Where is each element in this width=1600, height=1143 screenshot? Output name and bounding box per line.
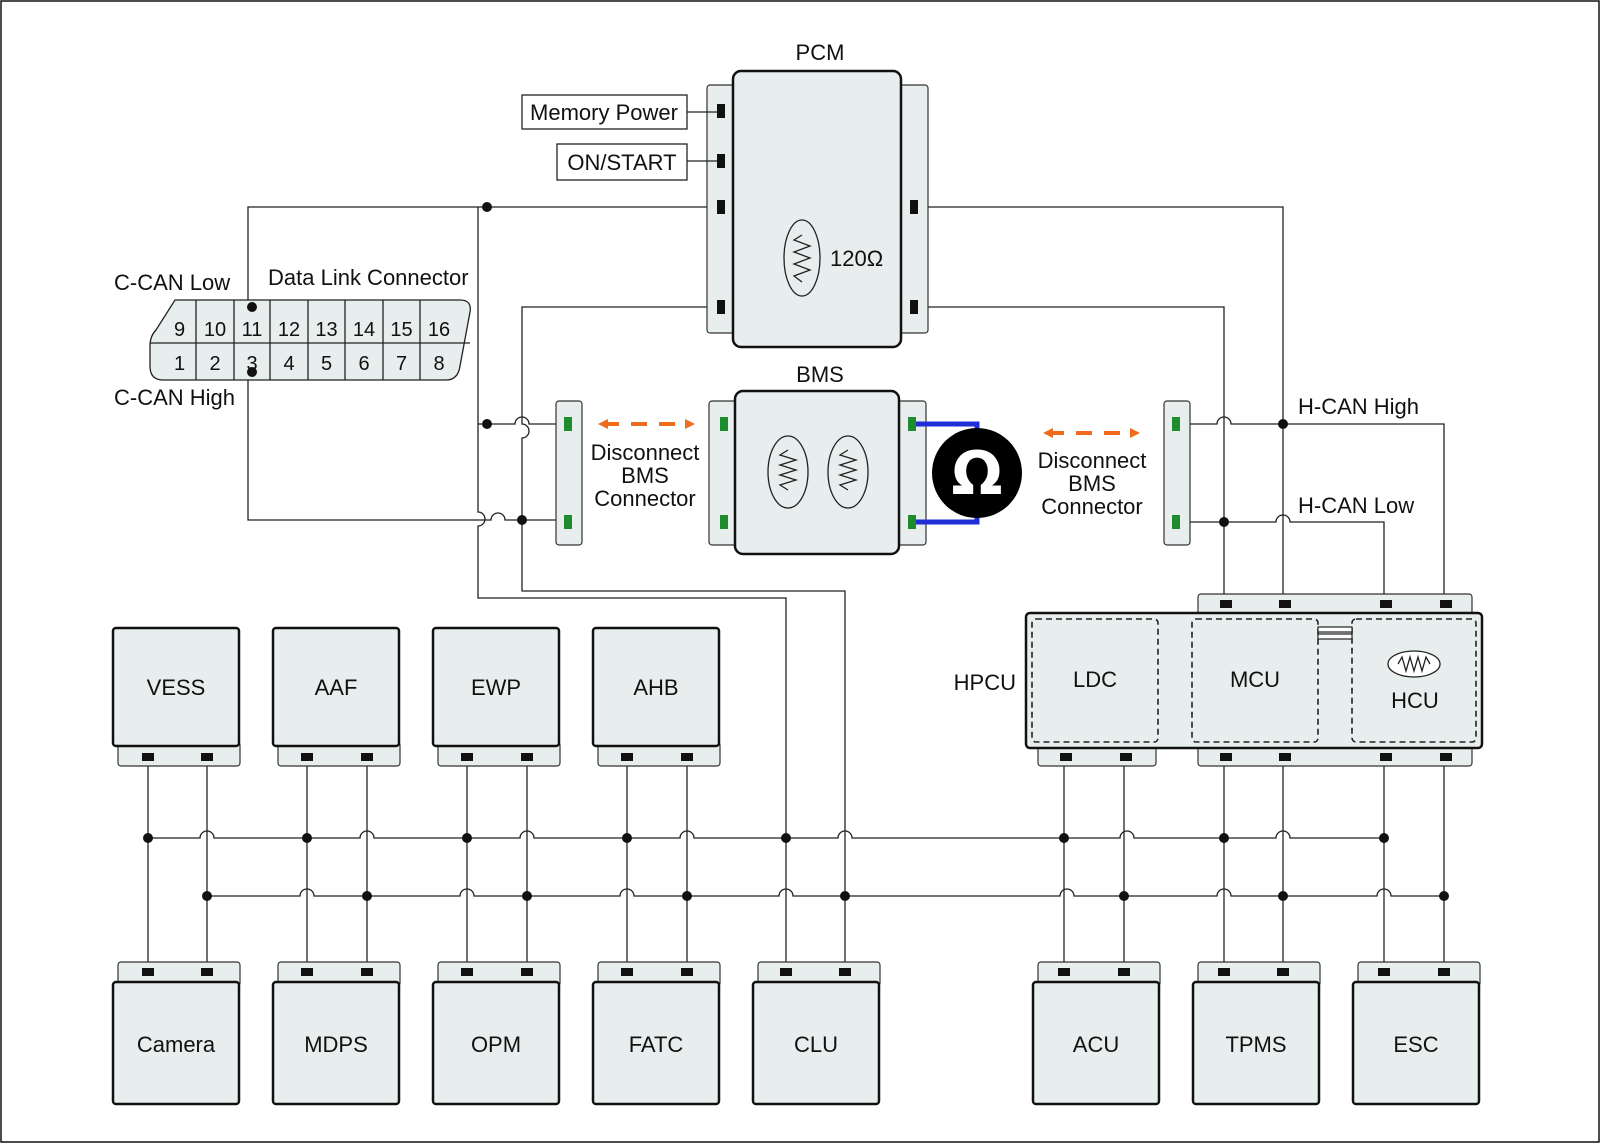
module-vess-label: VESS — [147, 675, 206, 700]
hpcu-ldc: LDC — [1073, 667, 1117, 692]
module-fatc-label: FATC — [629, 1032, 684, 1057]
disconnect-right-line1: Disconnect — [1038, 448, 1147, 473]
dlc-pin-10: 10 — [204, 319, 226, 341]
disconnect-left-line1: Disconnect — [591, 440, 700, 465]
module-camera: Camera — [111, 961, 241, 1106]
module-clu-label: CLU — [794, 1032, 838, 1057]
module-vess: VESS — [111, 626, 241, 767]
module-esc-label: ESC — [1393, 1032, 1438, 1057]
dlc-pin-11: 11 — [242, 319, 263, 341]
dlc-pin-6: 6 — [358, 353, 369, 375]
dlc-pin-8: 8 — [433, 353, 444, 375]
dlc-pin-14: 14 — [353, 319, 375, 341]
module-ahb-label: AHB — [633, 675, 678, 700]
pcm-resistor-value: 120Ω — [830, 246, 883, 271]
module-mdps: MDPS — [271, 961, 401, 1106]
dlc-title: Data Link Connector — [268, 265, 469, 290]
dlc-pin-15: 15 — [390, 319, 412, 341]
ccan-low-label: C-CAN Low — [114, 270, 230, 295]
on-start-input: ON/START — [556, 143, 717, 181]
hcan-low-label: H-CAN Low — [1298, 493, 1414, 518]
dlc-pin-9: 9 — [174, 319, 185, 341]
dlc-pin-2: 2 — [209, 353, 220, 375]
module-opm-label: OPM — [471, 1032, 521, 1057]
disconnect-left-line2: BMS — [621, 463, 669, 488]
wiring — [147, 206, 1445, 971]
module-ahb: AHB — [591, 626, 721, 767]
module-clu: CLU — [751, 961, 881, 1106]
memory-power-label: Memory Power — [530, 100, 678, 125]
dlc-pin-7: 7 — [396, 353, 407, 375]
hpcu-label: HPCU — [954, 670, 1016, 695]
hpcu-module: HPCU LDC MCU HCU — [954, 593, 1484, 767]
bms-resistor-2-icon — [837, 449, 859, 491]
right-disconnect-connector: Disconnect BMS Connector H-CAN High H-CA… — [1038, 394, 1419, 546]
module-acu-label: ACU — [1073, 1032, 1119, 1057]
dlc-pin-3: 3 — [246, 353, 257, 375]
module-ewp: EWP — [431, 626, 561, 767]
bms-resistor-1-icon — [777, 449, 799, 491]
disconnect-left-line3: Connector — [594, 486, 696, 511]
pcm-title: PCM — [796, 40, 845, 65]
module-tpms-label: TPMS — [1225, 1032, 1286, 1057]
dlc-pin-4: 4 — [283, 353, 294, 375]
module-acu: ACU — [1031, 961, 1161, 1106]
bms-title: BMS — [796, 362, 844, 387]
module-opm: OPM — [431, 961, 561, 1106]
hcu-resistor-icon — [1397, 654, 1431, 674]
module-camera-label: Camera — [137, 1032, 216, 1057]
hpcu-hcu: HCU — [1391, 688, 1439, 713]
dlc-pin-5: 5 — [321, 353, 332, 375]
memory-power-input: Memory Power — [521, 94, 717, 130]
dlc-pin-12: 12 — [278, 319, 300, 341]
ohmmeter: Ω — [916, 421, 1022, 525]
module-tpms: TPMS — [1191, 961, 1321, 1106]
module-esc: ESC — [1351, 961, 1481, 1106]
dlc-pin-13: 13 — [315, 319, 337, 341]
on-start-label: ON/START — [567, 150, 676, 175]
ccan-high-label: C-CAN High — [114, 385, 235, 410]
module-fatc: FATC — [591, 961, 721, 1106]
dlc-pin-1: 1 — [174, 353, 185, 375]
hpcu-mcu: MCU — [1230, 667, 1280, 692]
left-disconnect-connector: Disconnect BMS Connector — [555, 400, 700, 546]
resistor-icon — [792, 234, 812, 283]
module-mdps-label: MDPS — [304, 1032, 368, 1057]
junction-dots — [143, 202, 1449, 901]
ohmmeter-icon: Ω — [951, 439, 1002, 509]
bms-module: BMS — [708, 362, 927, 556]
disconnect-right-line2: BMS — [1068, 471, 1116, 496]
module-ewp-label: EWP — [471, 675, 521, 700]
disconnect-right-line3: Connector — [1041, 494, 1143, 519]
module-aaf-label: AAF — [315, 675, 358, 700]
dlc-pin-16: 16 — [428, 319, 450, 341]
hcan-high-label: H-CAN High — [1298, 394, 1419, 419]
pcm-module: PCM 120Ω — [706, 40, 929, 349]
module-aaf: AAF — [271, 626, 401, 767]
